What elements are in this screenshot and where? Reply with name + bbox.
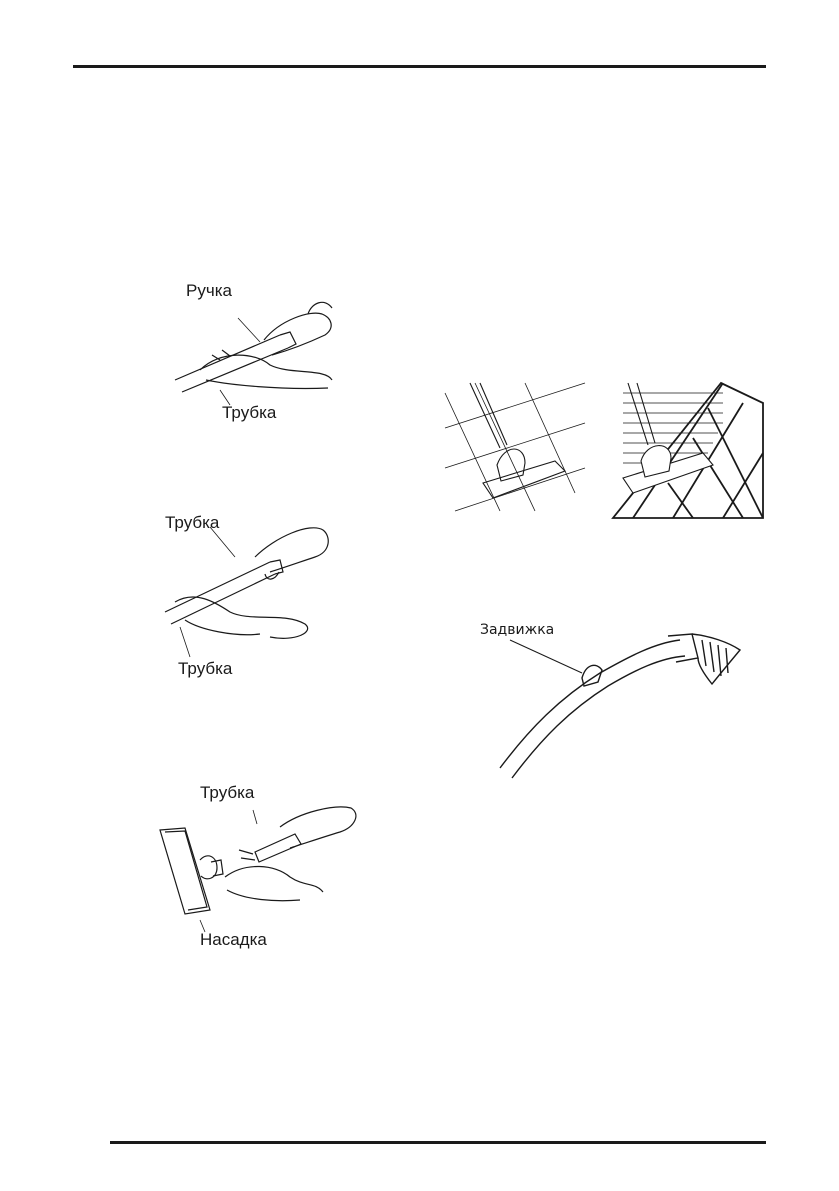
hose-latch-icon	[470, 618, 750, 783]
figure-tube-to-tube: Трубка Трубка	[155, 512, 355, 682]
header-rule	[73, 65, 766, 68]
floor-nozzle-tile-icon	[445, 383, 585, 511]
figure-tube-to-nozzle: Трубка Насадка	[155, 782, 370, 952]
label-handle: Ручка	[186, 282, 232, 299]
label-latch: Задвижка	[480, 623, 554, 637]
floor-nozzle-carpet-icon	[613, 383, 763, 518]
label-nozzle: Насадка	[200, 931, 267, 948]
label-tube: Трубка	[222, 404, 276, 421]
label-tube-lower: Трубка	[178, 660, 232, 677]
label-tube-nozzle: Трубка	[200, 784, 254, 801]
figure-handle-to-tube: Ручка Трубка	[160, 280, 360, 425]
figure-hose-latch: Задвижка	[470, 618, 750, 783]
hands-attaching-nozzle-icon	[155, 782, 370, 952]
figure-nozzle-tile-floor	[445, 383, 585, 511]
hands-connecting-tubes-icon	[155, 512, 355, 682]
figure-nozzle-carpet-floor	[613, 383, 763, 518]
label-tube-upper: Трубка	[165, 514, 219, 531]
footer-rule	[110, 1141, 766, 1144]
